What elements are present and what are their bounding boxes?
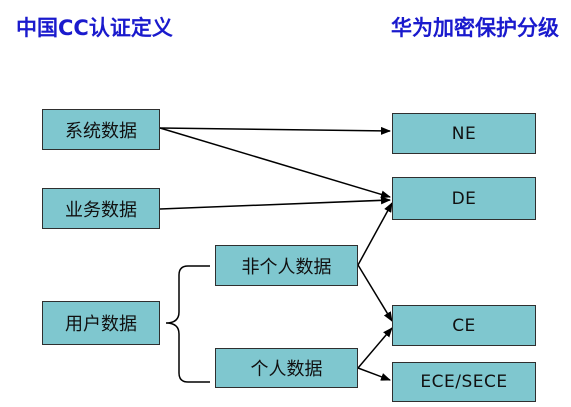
grouping-brace	[165, 265, 210, 383]
arrow-business-to-de	[159, 196, 391, 210]
arrow-system-to-de	[159, 127, 391, 199]
personal-data-box: 个人数据	[215, 348, 358, 388]
arrow-personal-to-ece	[357, 367, 391, 381]
system-data-box: 系统数据	[42, 109, 160, 150]
left-title: 中国CC认证定义	[16, 16, 173, 40]
ece-sece-box: ECE/SECE	[392, 362, 536, 402]
arrow-nonpersonal-to-de	[357, 202, 393, 266]
business-data-box: 业务数据	[42, 188, 160, 229]
right-title: 华为加密保护分级	[391, 16, 559, 40]
ce-box: CE	[392, 305, 536, 346]
ne-box: NE	[392, 113, 536, 154]
de-box: DE	[392, 177, 536, 220]
arrow-nonpersonal-to-ce	[357, 264, 393, 322]
user-data-box: 用户数据	[42, 301, 160, 345]
non-personal-data-box: 非个人数据	[215, 245, 358, 286]
arrow-personal-to-ce	[357, 327, 393, 369]
arrow-system-to-ne	[159, 126, 391, 135]
